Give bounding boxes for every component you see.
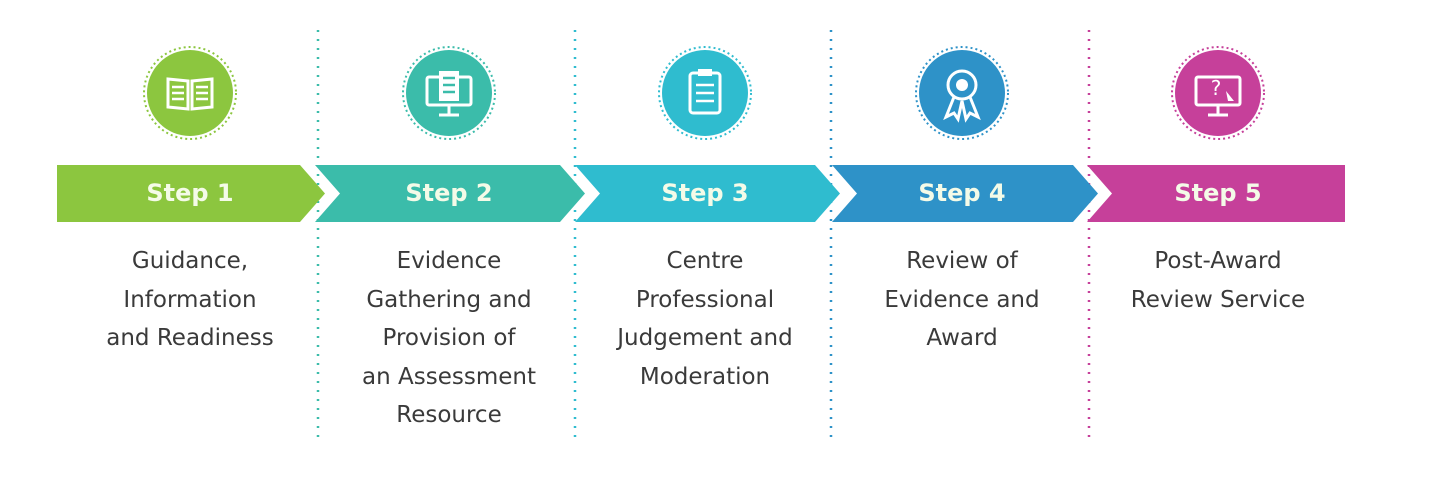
description-line: Evidence and bbox=[884, 286, 1040, 313]
step-1-description: Guidance, Information and Readiness bbox=[65, 242, 315, 358]
description-line: Resource bbox=[396, 402, 502, 428]
description-line: Review Service bbox=[1130, 286, 1306, 313]
clipboard-checklist-icon bbox=[658, 46, 752, 140]
svg-text:?: ? bbox=[1211, 76, 1222, 100]
award-ribbon-icon bbox=[915, 46, 1009, 140]
step-4-label: Step 4 bbox=[918, 179, 1006, 207]
monitor-help-icon: ? bbox=[1171, 46, 1265, 140]
monitor-document-icon bbox=[402, 46, 496, 140]
description-line: Professional bbox=[635, 286, 775, 313]
description-line: an Assessment bbox=[362, 363, 536, 390]
step-2-label: Step 2 bbox=[405, 179, 493, 207]
description-line: Provision of bbox=[382, 325, 516, 351]
description-line: Guidance, bbox=[131, 248, 249, 274]
description-line: and Readiness bbox=[106, 325, 274, 351]
step-3-label: Step 3 bbox=[661, 179, 749, 207]
description-line: Information bbox=[123, 286, 257, 313]
description-line: Review of bbox=[906, 248, 1018, 274]
step-2-banner bbox=[315, 165, 585, 222]
open-book-icon bbox=[143, 46, 237, 140]
description-line: Award bbox=[926, 325, 998, 351]
step-3-banner bbox=[575, 165, 840, 222]
step-5-label: Step 5 bbox=[1174, 179, 1262, 207]
description-line: Gathering and bbox=[366, 286, 532, 313]
description-line: Evidence bbox=[396, 248, 502, 274]
step-5-banner bbox=[1087, 165, 1345, 222]
step-1-banner bbox=[57, 165, 325, 222]
description-line: Moderation bbox=[639, 363, 771, 390]
step-4-banner bbox=[832, 165, 1098, 222]
description-line: Centre bbox=[666, 248, 744, 274]
step-1-label: Step 1 bbox=[146, 179, 234, 207]
description-line: Judgement and bbox=[617, 325, 793, 351]
description-line: Post-Award bbox=[1154, 248, 1282, 274]
